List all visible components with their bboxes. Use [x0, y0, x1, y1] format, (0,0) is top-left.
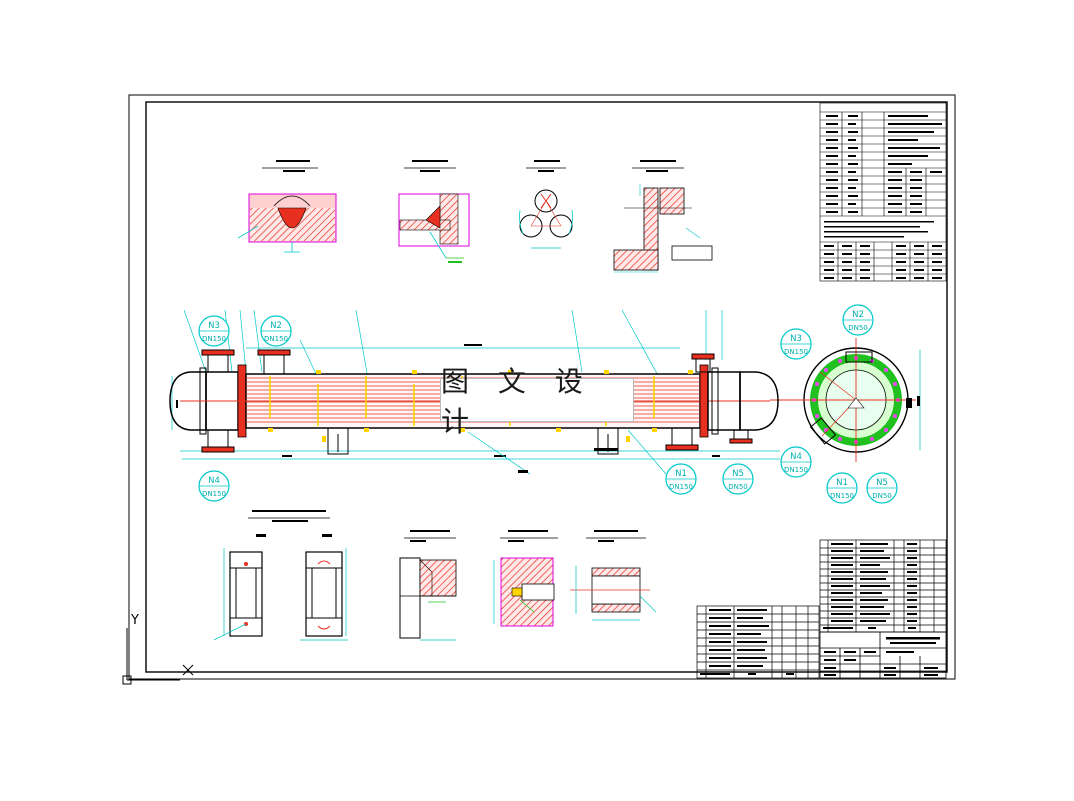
detail-weld-1	[237, 160, 337, 253]
detail-bottom-4	[570, 530, 657, 621]
callout-n1-side-tag: N1	[836, 478, 848, 488]
technical-data-table-text	[824, 115, 942, 279]
callout-n1-bottom-size: DN150	[669, 483, 693, 491]
title-block-text	[824, 637, 940, 676]
callout-n4-side-tag: N4	[790, 452, 802, 462]
title-block	[819, 631, 947, 679]
callout-n1-bottom-tag: N1	[675, 469, 687, 479]
callout-n5-side-size: DN50	[872, 492, 892, 500]
callout-n3-side-size: DN150	[784, 348, 808, 356]
ucs-axis-icon	[122, 628, 194, 685]
detail-tube-layout	[519, 160, 573, 249]
sheet-outer-frame	[128, 94, 956, 680]
callout-n4-bottom-size: DN150	[202, 490, 226, 498]
detail-bottom-2	[399, 530, 457, 641]
callout-n2-top-tag: N2	[270, 321, 282, 331]
parts-list-left	[696, 605, 820, 679]
technical-data-table	[819, 102, 947, 282]
callout-n5-bottom-size: DN50	[728, 483, 748, 491]
callout-n3-top-tag: N3	[208, 321, 220, 331]
watermark-label: 图 文 设 计	[440, 365, 634, 438]
detail-weld-2	[398, 160, 470, 263]
detail-tubesheet	[613, 160, 713, 273]
callout-n4-side-size: DN150	[784, 466, 808, 474]
callout-n3-side-tag: N3	[790, 334, 802, 344]
callout-n5-bottom-tag: N5	[732, 469, 744, 479]
parts-list-right-text	[823, 543, 917, 629]
end-view	[796, 338, 921, 462]
callout-n3-top-size: DN150	[202, 335, 226, 343]
detail-support-a	[213, 510, 348, 641]
callout-n5-side-tag: N5	[876, 478, 888, 488]
sheet-inner-frame	[145, 101, 948, 673]
callout-n2-top-size: DN150	[264, 335, 288, 343]
axis-y-label: Y	[130, 613, 139, 628]
callout-n4-bottom-tag: N4	[208, 476, 220, 486]
callout-n1-side-size: DN150	[830, 492, 854, 500]
parts-list-right	[819, 539, 947, 633]
callout-n2-side-size: DN50	[848, 324, 868, 332]
callout-n2-side-tag: N2	[852, 310, 864, 320]
detail-bottom-3	[493, 530, 558, 627]
parts-list-left-text	[700, 609, 794, 675]
